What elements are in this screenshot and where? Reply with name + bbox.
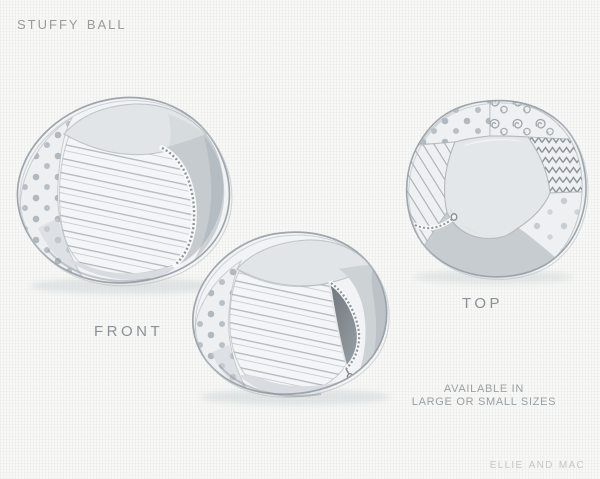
polka-dot-panel — [194, 259, 251, 394]
zipper-teeth-icon — [159, 145, 197, 268]
zipper-teeth-icon — [412, 216, 455, 231]
sketch-outline-2 — [194, 234, 390, 398]
bottom-panel — [66, 258, 178, 281]
zipper-teeth-icon — [328, 280, 362, 372]
sketch-outline — [405, 99, 587, 278]
side-panel — [164, 134, 225, 265]
top-ball-illustration — [405, 99, 589, 284]
sketch-outline — [16, 96, 231, 284]
front-ball-front-illustration — [191, 231, 390, 405]
brand-signature: Ellie and Mac — [489, 455, 585, 471]
availability-line-2: LARGE OR SMALL SIZES — [411, 396, 557, 408]
pencil-stroke — [218, 364, 322, 397]
front-ball-back-illustration — [16, 96, 233, 294]
zipper-opening-icon — [328, 280, 360, 368]
center-pentagon-panel — [444, 135, 551, 239]
sketch-outline-2 — [408, 102, 589, 280]
top-view-label: TOP — [462, 295, 504, 312]
availability-note: AVAILABLE IN LARGE OR SMALL SIZES — [396, 383, 572, 409]
top-panel — [63, 103, 207, 156]
page-title: Stuffy Ball — [17, 13, 127, 34]
striped-panel — [229, 270, 347, 393]
zipper-pull-icon — [450, 213, 458, 221]
pencil-stroke — [47, 249, 151, 282]
sketch-outline-2 — [19, 99, 233, 287]
availability-line-1: AVAILABLE IN — [443, 383, 525, 395]
front-view-label: FRONT — [94, 323, 164, 340]
striped-wedge — [406, 141, 456, 247]
